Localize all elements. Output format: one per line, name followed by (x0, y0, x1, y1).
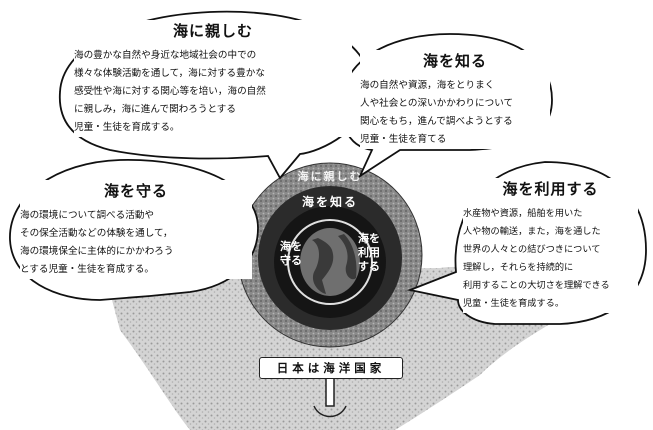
bubble-title: 海を利用する (502, 180, 599, 198)
bubble-title: 海を知る (422, 52, 487, 70)
bubble-title: 海に親しむ (172, 22, 253, 40)
bubble-body: 水産物や資源，船舶を用いた 人や物の輸送，また，海を通した 世界の人々との結びつ… (463, 208, 610, 309)
ring-outer-label: 海に親しむ (297, 170, 363, 183)
ring-inner-right-label: 海を利用する (358, 232, 380, 273)
stand-pole (325, 377, 335, 407)
bubble-sea-know: 海を知る 海の自然や資源，海をとりまく 人や社会との深いかかわりについて 関心を… (360, 50, 550, 149)
bubble-body: 海の環境について調べる活動や その保全活動などの体験を通して， 海の環境保全に主… (20, 210, 174, 275)
ring-inner-left-label: 海を守る (280, 240, 302, 267)
ring-core-outline (287, 219, 373, 305)
foundation-label: 日本は海洋国家 (259, 357, 403, 379)
bubble-sea-protect: 海を守る 海の環境について調べる活動や その保全活動などの体験を通して， 海の環… (20, 180, 252, 279)
ring-middle-label: 海を知る (301, 195, 358, 209)
bubble-sea-familiar: 海に親しむ 海の豊かな自然や身近な地域社会の中での 様々な体験活動を通して，海に… (74, 20, 352, 137)
ground-island (112, 266, 560, 430)
bubble-sea-use: 海を利用する 水産物や資源，船舶を用いた 人や物の輸送，また，海を通した 世界の… (463, 178, 638, 313)
bubble-body: 海の自然や資源，海をとりまく 人や社会との深いかかわりについて 関心をもち，進ん… (360, 80, 514, 145)
bubble-title: 海を守る (103, 182, 168, 200)
bubble-body: 海の豊かな自然や身近な地域社会の中での 様々な体験活動を通して，海に対する豊かな… (74, 50, 266, 133)
